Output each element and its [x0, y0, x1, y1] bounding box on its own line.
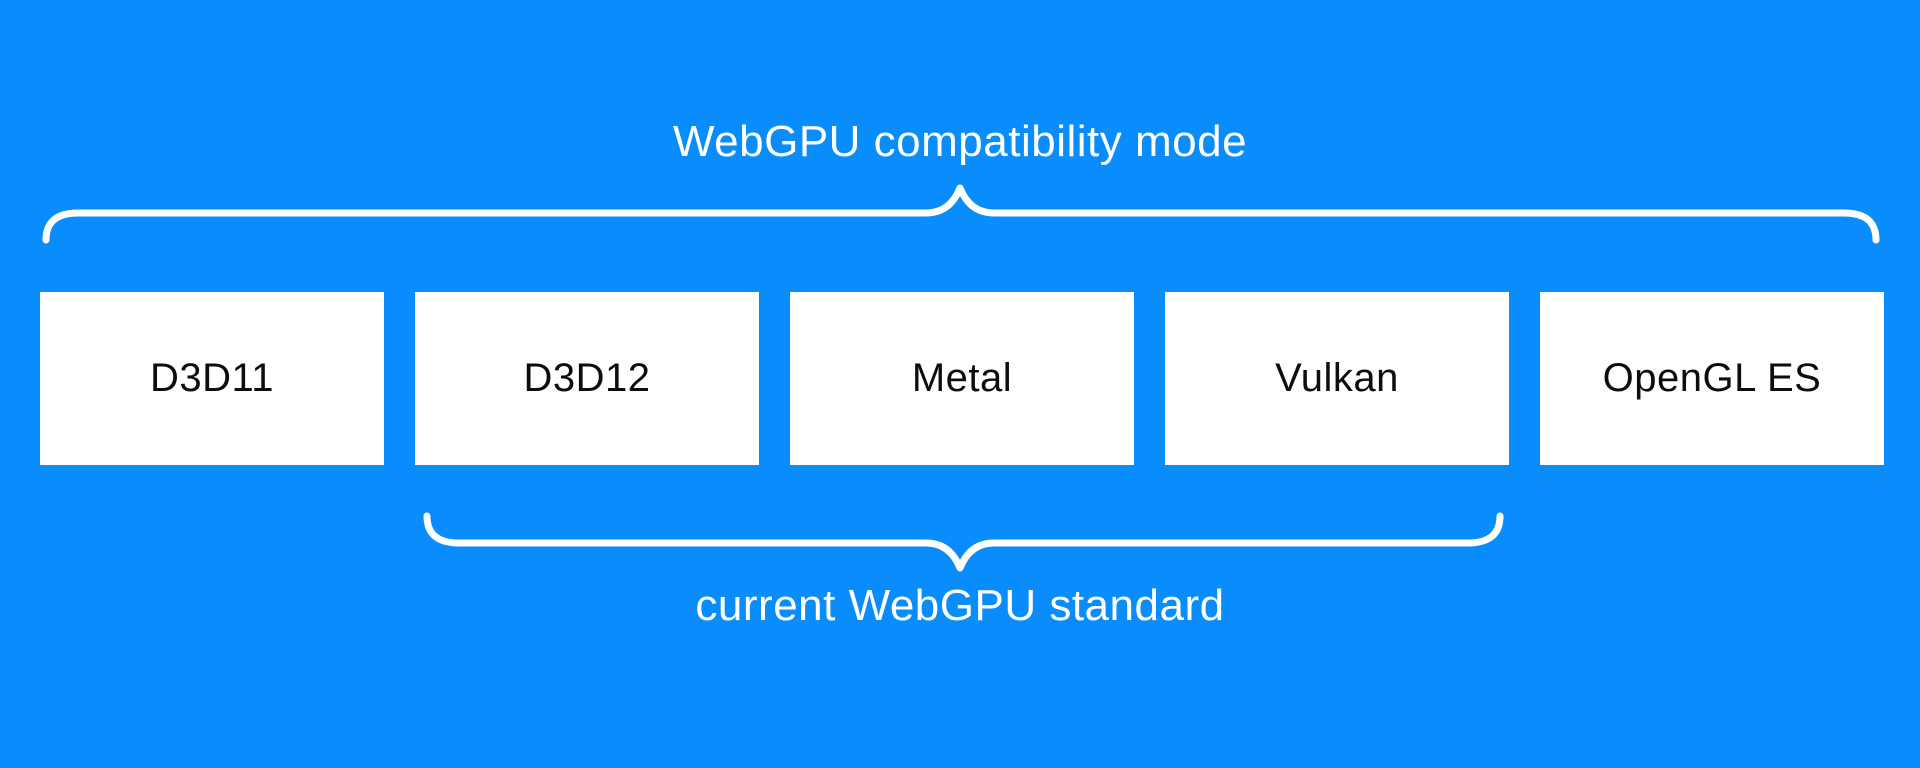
backend-box-d3d12: D3D12: [415, 292, 759, 465]
backend-label: D3D11: [149, 356, 275, 400]
backend-box-vulkan: Vulkan: [1165, 292, 1509, 465]
bottom-brace-icon: [423, 512, 1504, 572]
top-brace-label: WebGPU compatibility mode: [672, 117, 1248, 166]
backend-box-d3d11: D3D11: [40, 292, 384, 465]
backend-label: D3D12: [523, 356, 651, 400]
backend-row: D3D11 D3D12 Metal Vulkan OpenGL ES: [40, 292, 1884, 465]
backend-label: Vulkan: [1275, 356, 1399, 400]
backend-label: OpenGL ES: [1602, 356, 1822, 400]
bottom-brace-label: current WebGPU standard: [695, 581, 1225, 630]
backend-box-metal: Metal: [790, 292, 1134, 465]
backend-box-opengl-es: OpenGL ES: [1540, 292, 1884, 465]
backend-label: Metal: [911, 356, 1013, 400]
top-brace-icon: [42, 184, 1880, 244]
